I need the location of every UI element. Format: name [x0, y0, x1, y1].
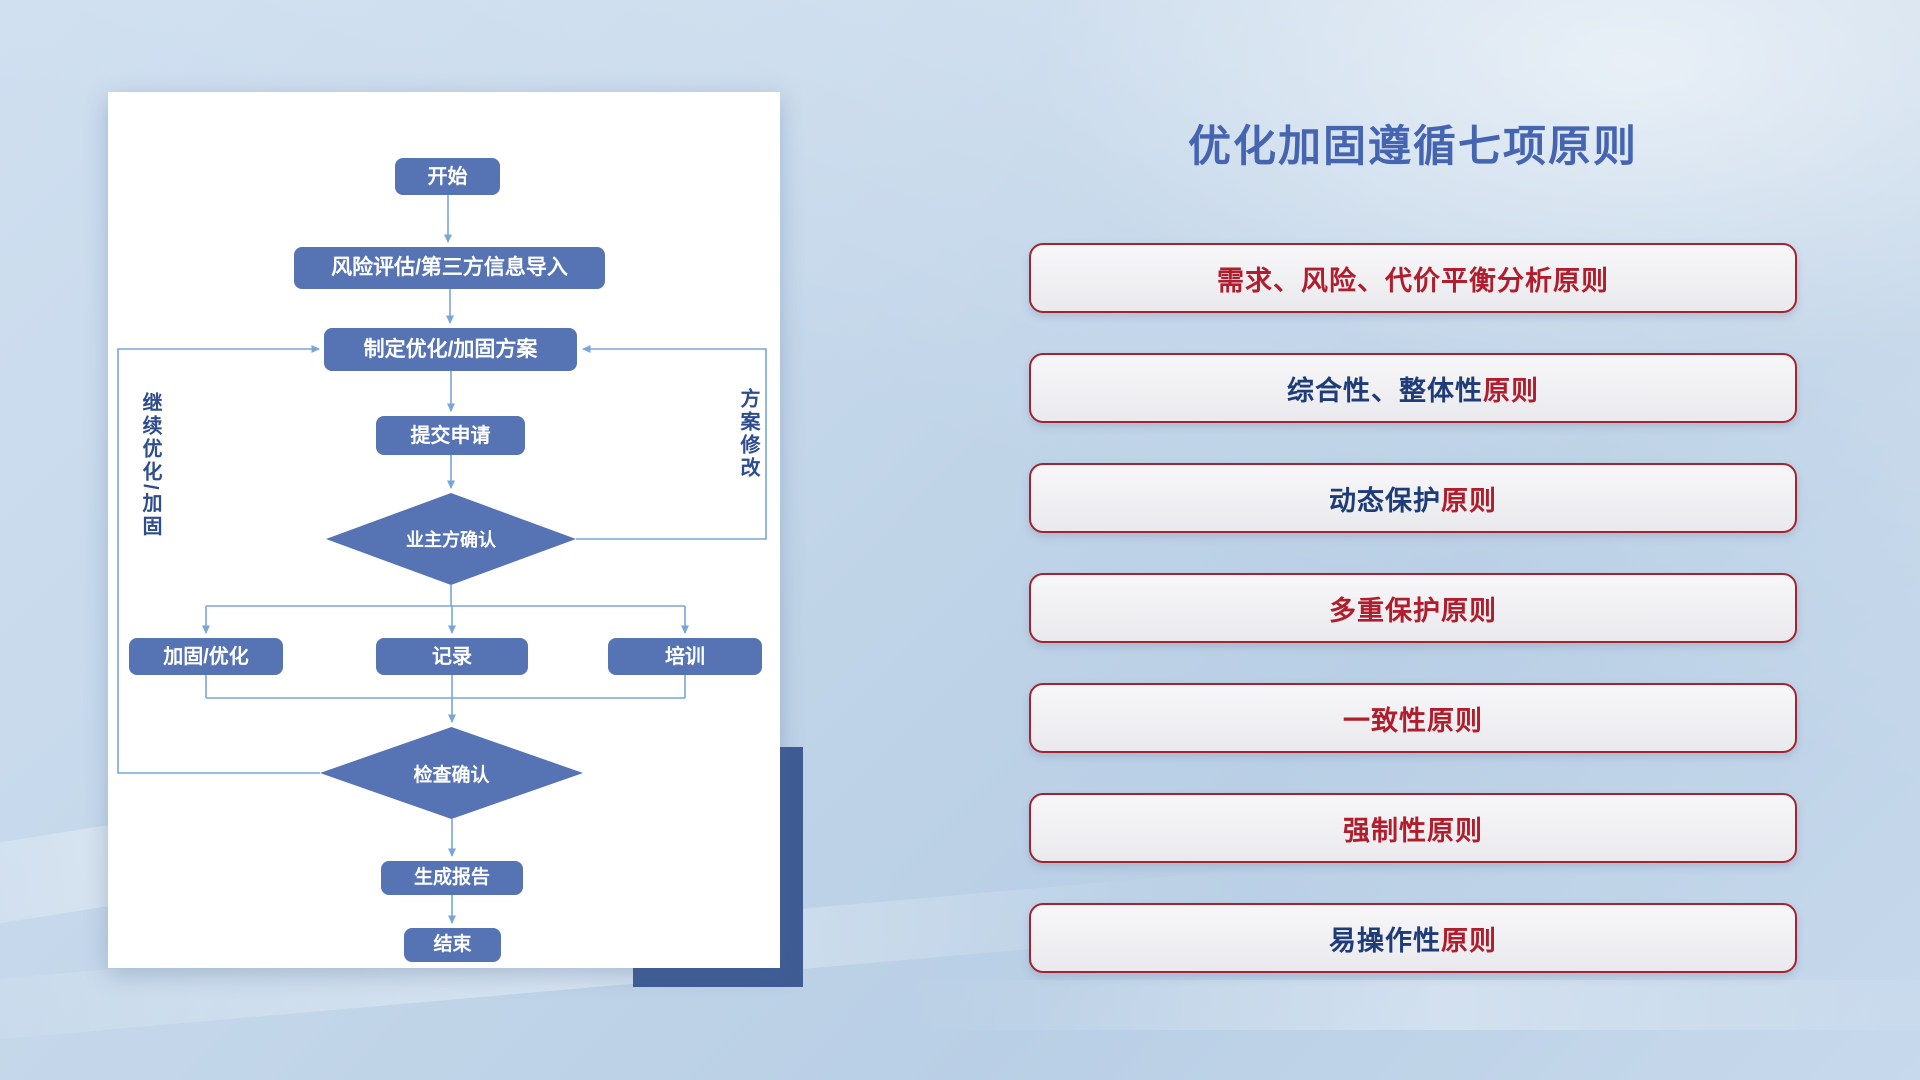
principle-text: 易操作性: [1329, 925, 1441, 956]
principle-box-7: 易操作性原则: [1029, 903, 1797, 973]
flowchart-node-harden-optimize: 加固/优化: [129, 638, 283, 675]
flowchart-node-end: 结束: [404, 928, 501, 962]
principle-text: 强制性原则: [1343, 815, 1483, 846]
principle-box-1: 需求、风险、代价平衡分析原则: [1029, 243, 1797, 313]
principle-text: 需求、风险、代价平衡分析原则: [1217, 265, 1609, 296]
flowchart-node-submit: 提交申请: [376, 416, 525, 455]
connector-right-loop: [576, 345, 767, 540]
flowchart-node-start: 开始: [395, 158, 500, 195]
flowchart-panel: 开始 风险评估/第三方信息导入 制定优化/加固方案 提交申请 业主方确认 加固/…: [108, 92, 780, 968]
flowchart-node-risk-import: 风险评估/第三方信息导入: [294, 247, 605, 289]
principle-text: 综合性、整体性: [1287, 375, 1483, 406]
principle-text: 原则: [1441, 925, 1497, 956]
flowchart-connectors: [117, 195, 767, 924]
right-loop-label: 方案修改: [737, 388, 759, 480]
flowchart-node-label: 检查确认: [413, 764, 490, 786]
flowchart-node-record: 记录: [376, 638, 528, 675]
page-title: 优化加固遵循七项原则: [1188, 123, 1638, 171]
principle-text: 一致性原则: [1343, 705, 1483, 736]
principle-box-6: 强制性原则: [1029, 793, 1797, 863]
principle-text: 动态保护: [1329, 485, 1441, 516]
flowchart-node-training: 培训: [608, 638, 762, 675]
principles-list: 需求、风险、代价平衡分析原则综合性、整体性原则动态保护原则多重保护原则一致性原则…: [1029, 243, 1797, 1013]
principle-text: 原则: [1441, 485, 1497, 516]
principle-text: 多重保护原则: [1329, 595, 1497, 626]
connector-left-loop: [117, 345, 320, 774]
left-loop-label: 继续优化/加固: [139, 392, 161, 539]
flowchart-node-make-plan: 制定优化/加固方案: [324, 328, 577, 371]
flowchart-node-label: 业主方确认: [406, 530, 496, 550]
principle-text: 原则: [1483, 375, 1539, 406]
principle-box-3: 动态保护原则: [1029, 463, 1797, 533]
principle-box-4: 多重保护原则: [1029, 573, 1797, 643]
principle-box-2: 综合性、整体性原则: [1029, 353, 1797, 423]
flowchart-node-gen-report: 生成报告: [381, 861, 523, 895]
principle-box-5: 一致性原则: [1029, 683, 1797, 753]
